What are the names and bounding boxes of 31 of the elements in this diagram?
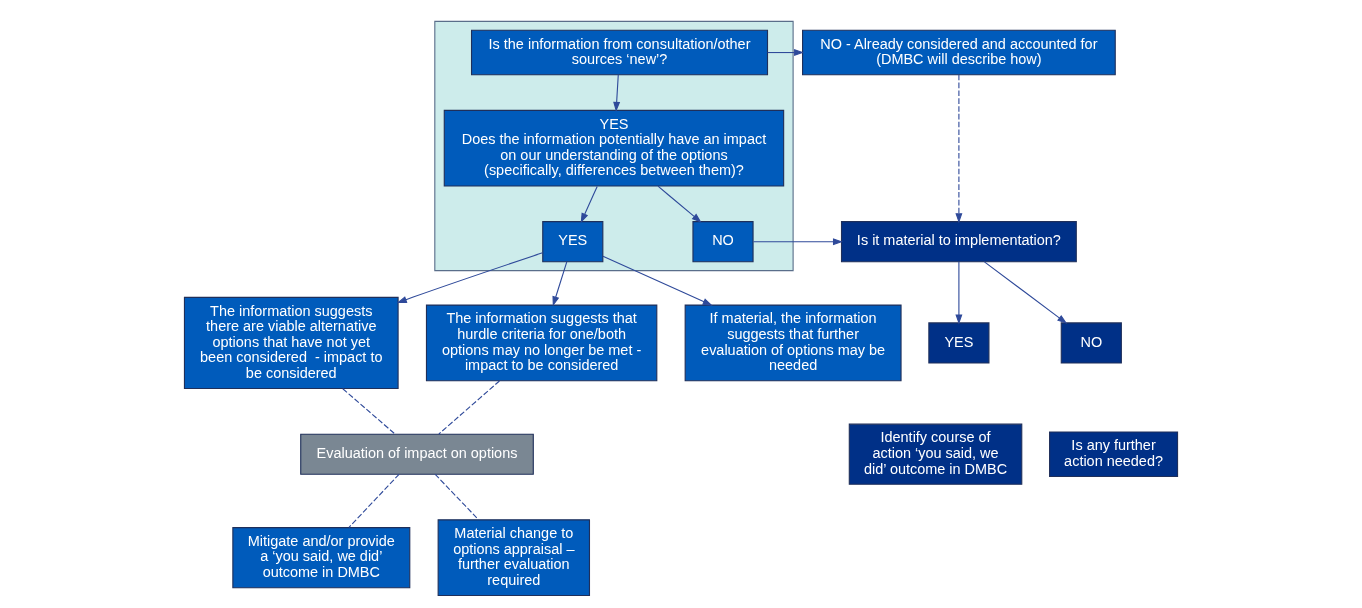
arrow	[983, 261, 1068, 324]
arrow	[552, 261, 568, 307]
arrow	[580, 185, 598, 224]
node-box: NO	[1060, 322, 1122, 364]
arrow	[767, 49, 805, 57]
arrow	[955, 261, 963, 325]
connector	[438, 380, 500, 435]
connector	[348, 473, 400, 528]
node-box: The information suggests that hurdle criteria for one/both options may no longer be met - impact to be considered	[425, 304, 658, 382]
arrow	[657, 185, 702, 223]
node-box: Mitigate and/or provide a ‘you said, we did’ outcome in DMBC	[232, 527, 411, 589]
connector	[342, 388, 396, 435]
arrow	[396, 252, 544, 303]
node-box: If material, the information suggests that further evaluation of options may be needed	[684, 304, 902, 382]
node-box: YES Does the information potentially have an impact on our understanding of the options (specifically, differences between them)?	[443, 109, 785, 187]
node-box: NO	[692, 221, 754, 263]
arrow	[602, 255, 713, 306]
connector	[434, 473, 479, 521]
node-box: Is the information from consultation/other sources ‘new’?	[470, 29, 769, 76]
node-box: YES	[928, 322, 990, 364]
node-box: Evaluation of impact on options	[300, 433, 534, 475]
node-box: Material change to options appraisal – further evaluation required	[437, 519, 591, 597]
node-box: YES	[542, 221, 604, 263]
node-box: Is any further action needed?	[1049, 431, 1179, 478]
node-box: NO - Already considered and accounted for (DMBC will describe how)	[802, 29, 1116, 76]
arrow	[955, 74, 963, 224]
arrow	[752, 238, 843, 246]
node-box: Identify course of action ‘you said, we did’ outcome in DMBC	[848, 423, 1023, 485]
node-box: The information suggests there are viable alternative options that have not yet been considered - impact to be considered	[183, 296, 399, 390]
arrow	[613, 74, 621, 112]
node-box: Is it material to implementation?	[840, 221, 1077, 263]
